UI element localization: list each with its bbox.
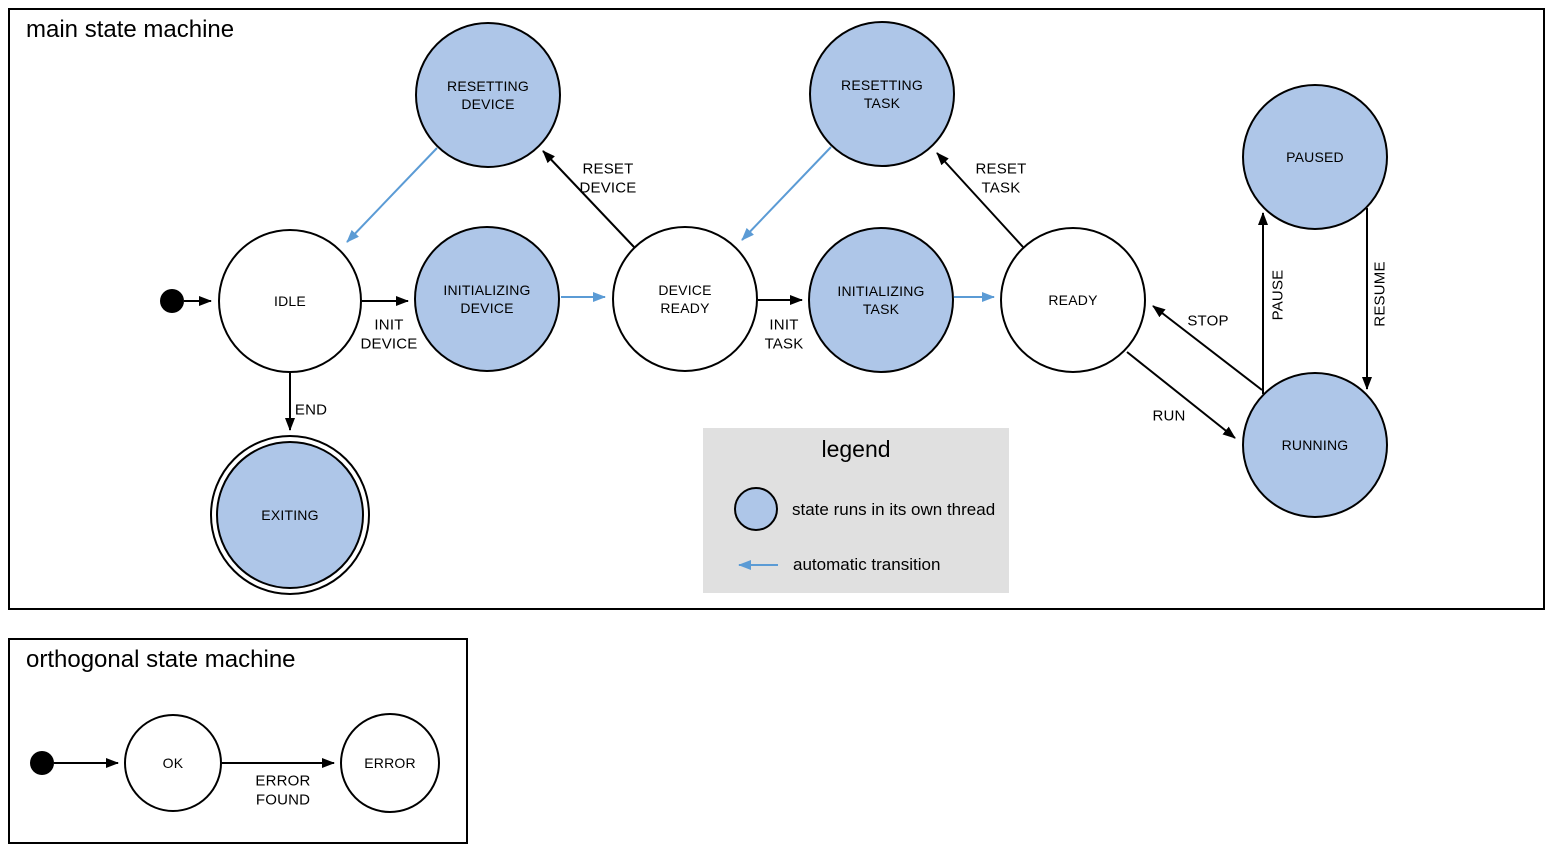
state-initializing-device-label: INITIALIZING DEVICE bbox=[443, 281, 531, 316]
label-reset-task: RESET TASK bbox=[975, 160, 1027, 196]
initial-state-dot-main bbox=[160, 289, 184, 313]
label-run: RUN bbox=[1152, 407, 1186, 425]
label-stop: STOP bbox=[1187, 312, 1229, 330]
state-ready-label: READY bbox=[1048, 291, 1098, 308]
state-ok: OK bbox=[124, 714, 222, 812]
label-end: END bbox=[294, 401, 328, 419]
state-running: RUNNING bbox=[1242, 372, 1388, 518]
state-ready: READY bbox=[1000, 227, 1146, 373]
state-resetting-task-label: RESETTING TASK bbox=[841, 76, 923, 111]
legend-title: legend bbox=[821, 436, 891, 462]
state-device-ready: DEVICE READY bbox=[612, 226, 758, 372]
state-running-label: RUNNING bbox=[1281, 436, 1349, 453]
state-idle-label: IDLE bbox=[274, 292, 306, 309]
legend-auto-item-label: automatic transition bbox=[793, 555, 941, 574]
state-device-ready-label: DEVICE READY bbox=[658, 281, 712, 316]
state-idle: IDLE bbox=[218, 229, 362, 373]
state-initializing-task-label: INITIALIZING TASK bbox=[837, 282, 925, 317]
main-panel-title: main state machine bbox=[26, 16, 235, 43]
legend-box: legend state runs in its own thread auto… bbox=[703, 428, 1009, 593]
label-init-task: INIT TASK bbox=[764, 316, 804, 352]
orthogonal-panel-title: orthogonal state machine bbox=[26, 646, 296, 673]
state-paused: PAUSED bbox=[1242, 84, 1388, 230]
thread-state-swatch-icon bbox=[734, 487, 778, 531]
state-error-label: ERROR bbox=[364, 754, 416, 771]
state-initializing-device: INITIALIZING DEVICE bbox=[414, 226, 560, 372]
state-exiting-final: EXITING bbox=[210, 435, 370, 595]
label-pause: PAUSE bbox=[1269, 269, 1287, 321]
state-resetting-device: RESETTING DEVICE bbox=[415, 22, 561, 168]
label-resume: RESUME bbox=[1371, 261, 1389, 327]
initial-state-dot-orthogonal bbox=[30, 751, 54, 775]
state-exiting-inner-circle: EXITING bbox=[216, 441, 364, 589]
label-reset-device: RESET DEVICE bbox=[579, 160, 637, 196]
state-initializing-task: INITIALIZING TASK bbox=[808, 227, 954, 373]
state-exiting-label: EXITING bbox=[261, 507, 319, 523]
label-error-found: ERROR FOUND bbox=[255, 772, 311, 808]
state-ok-label: OK bbox=[162, 754, 184, 771]
state-resetting-device-label: RESETTING DEVICE bbox=[447, 77, 529, 112]
state-paused-label: PAUSED bbox=[1286, 148, 1344, 165]
state-error: ERROR bbox=[340, 713, 440, 813]
label-init-device: INIT DEVICE bbox=[360, 316, 418, 352]
state-resetting-task: RESETTING TASK bbox=[809, 21, 955, 167]
legend-thread-item-label: state runs in its own thread bbox=[792, 500, 996, 519]
